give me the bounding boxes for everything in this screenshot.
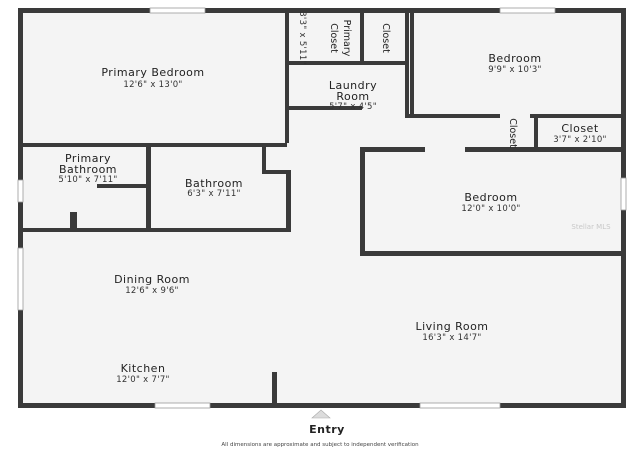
- bathroom-dims: 6'3" x 7'11": [187, 189, 241, 199]
- primary-bedroom-dims: 12'6" x 13'0": [123, 80, 182, 90]
- bedroom-top-dims: 9'9" x 10'3": [488, 65, 542, 75]
- door-openings: [425, 114, 530, 152]
- dining-room-dims: 12'6" x 9'6": [125, 286, 179, 296]
- bedroom-top-name: Bedroom: [488, 52, 541, 65]
- primary-bathroom-line2: Bathroom: [59, 163, 117, 176]
- laundry-room-dims: 5'7" x 4'5": [329, 102, 377, 112]
- kitchen-name: Kitchen: [121, 362, 166, 375]
- closet-right-dims: 3'7" x 2'10": [553, 135, 607, 145]
- laundry-room-line2: Room: [336, 90, 369, 103]
- windows: [17, 7, 627, 409]
- closet-right-name: Closet: [561, 122, 598, 135]
- primary-bathroom-line1: Primary: [65, 152, 111, 165]
- kitchen-dims: 12'0" x 7'7": [116, 375, 170, 385]
- watermark: Stellar MLS: [571, 223, 611, 231]
- laundry-room-line1: Laundry: [329, 79, 377, 92]
- primary-closet-dims: 3'3" x 5'11": [297, 11, 307, 65]
- entry-label: Entry: [309, 423, 345, 436]
- living-room-name: Living Room: [415, 320, 488, 333]
- primary-bathroom-dims: 5'10" x 7'11": [58, 175, 117, 185]
- primary-closet-line1: Primary: [341, 20, 352, 57]
- bathroom-name: Bathroom: [185, 177, 243, 190]
- closet-mid-name: Closet: [507, 118, 518, 148]
- dining-room-name: Dining Room: [114, 273, 190, 286]
- primary-closet-line2: Closet: [328, 23, 339, 53]
- footer-note: All dimensions are approximate and subje…: [221, 442, 419, 448]
- bedroom-right-name: Bedroom: [464, 191, 517, 204]
- primary-bedroom-name: Primary Bedroom: [101, 66, 204, 79]
- living-room-dims: 16'3" x 14'7": [422, 333, 481, 343]
- floor-area: [20, 10, 624, 406]
- bedroom-right-dims: 12'0" x 10'0": [461, 204, 520, 214]
- closet-top-name: Closet: [380, 23, 391, 53]
- entry-arrow-icon: [311, 409, 331, 419]
